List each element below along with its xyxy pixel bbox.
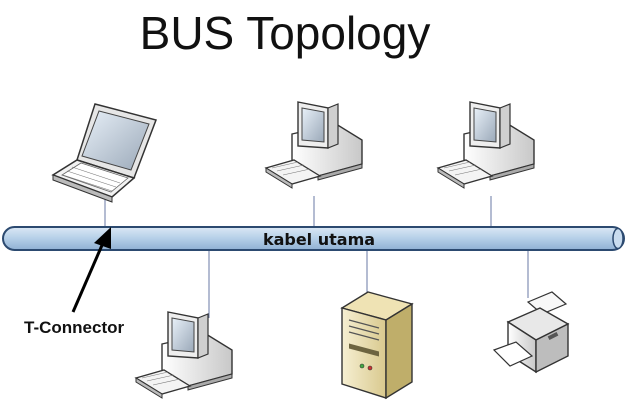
diagram-title: BUS Topology [139,7,431,59]
bus-label: kabel utama [263,230,375,249]
t-connector-label: T-Connector [24,318,125,337]
desktop-icon-top-right [436,101,535,189]
desktop-icon-bottom [134,311,233,399]
desktop-icon-top-middle [264,101,363,189]
laptop-icon [51,103,157,203]
bus-cable [2,226,625,251]
printer-icon [492,291,570,374]
server-icon [340,291,414,400]
t-connector-arrow [71,227,111,313]
